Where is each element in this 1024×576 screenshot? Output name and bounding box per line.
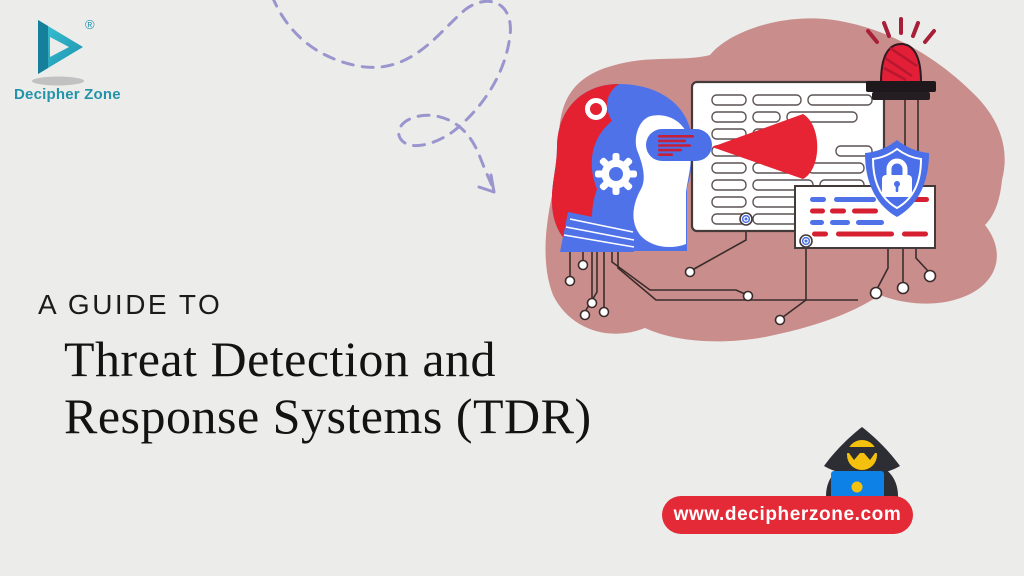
gear-icon [595, 153, 637, 195]
head-ring-icon [585, 98, 607, 120]
title-line-1: Threat Detection and [64, 331, 497, 387]
node-bullseye [739, 212, 753, 226]
scan-visor-icon [646, 129, 712, 161]
neck [560, 212, 634, 252]
laptop-icon [831, 471, 884, 503]
page-title: Threat Detection and Response Systems (T… [64, 331, 592, 445]
logo-text: Decipher Zone [14, 86, 121, 103]
ai-head-illustration [551, 84, 693, 252]
dashed-arrow-icon [272, 0, 512, 194]
kicker-text: A GUIDE TO [38, 289, 223, 320]
node-bullseye [799, 234, 813, 248]
website-url-pill[interactable]: www.decipherzone.com [662, 496, 913, 534]
registered-mark: ® [85, 17, 95, 32]
scan-beam [712, 114, 818, 179]
alarm-siren-icon [866, 17, 936, 100]
circuit-traces [564, 98, 937, 326]
shield-lock-icon [865, 140, 929, 217]
title-line-2: Response Systems (TDR) [64, 388, 592, 444]
logo-mark: ® [32, 17, 95, 86]
